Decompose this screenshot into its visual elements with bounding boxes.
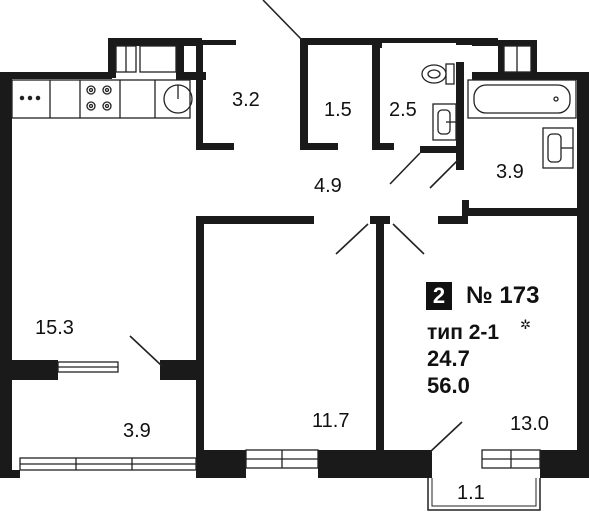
apartment-number: № 173 [466,282,540,309]
room-area-wc: 2.5 [389,99,417,121]
total-area: 56.0 [427,373,470,398]
room-area-storage: 1.5 [324,99,352,121]
fixtures [11,0,577,511]
room-area-corridor: 4.9 [314,175,342,197]
room-area-balcony: 1.1 [457,482,485,504]
room-area-bedroom-2: 13.0 [510,413,549,435]
room-area-loggia: 3.9 [123,420,151,442]
living-area: 24.7 [427,346,470,371]
room-area-bedroom-1: 11.7 [312,410,350,432]
rooms-count-badge: 2 [426,282,452,310]
room-area-bathroom: 3.9 [496,161,524,183]
room-area-kitchen: 15.3 [35,317,74,339]
apartment-type: тип 2-1 [427,321,500,344]
walls [0,38,589,478]
apartment-type-mark-icon: ✲ [520,317,531,332]
room-area-hall-closet: 3.2 [232,89,260,111]
